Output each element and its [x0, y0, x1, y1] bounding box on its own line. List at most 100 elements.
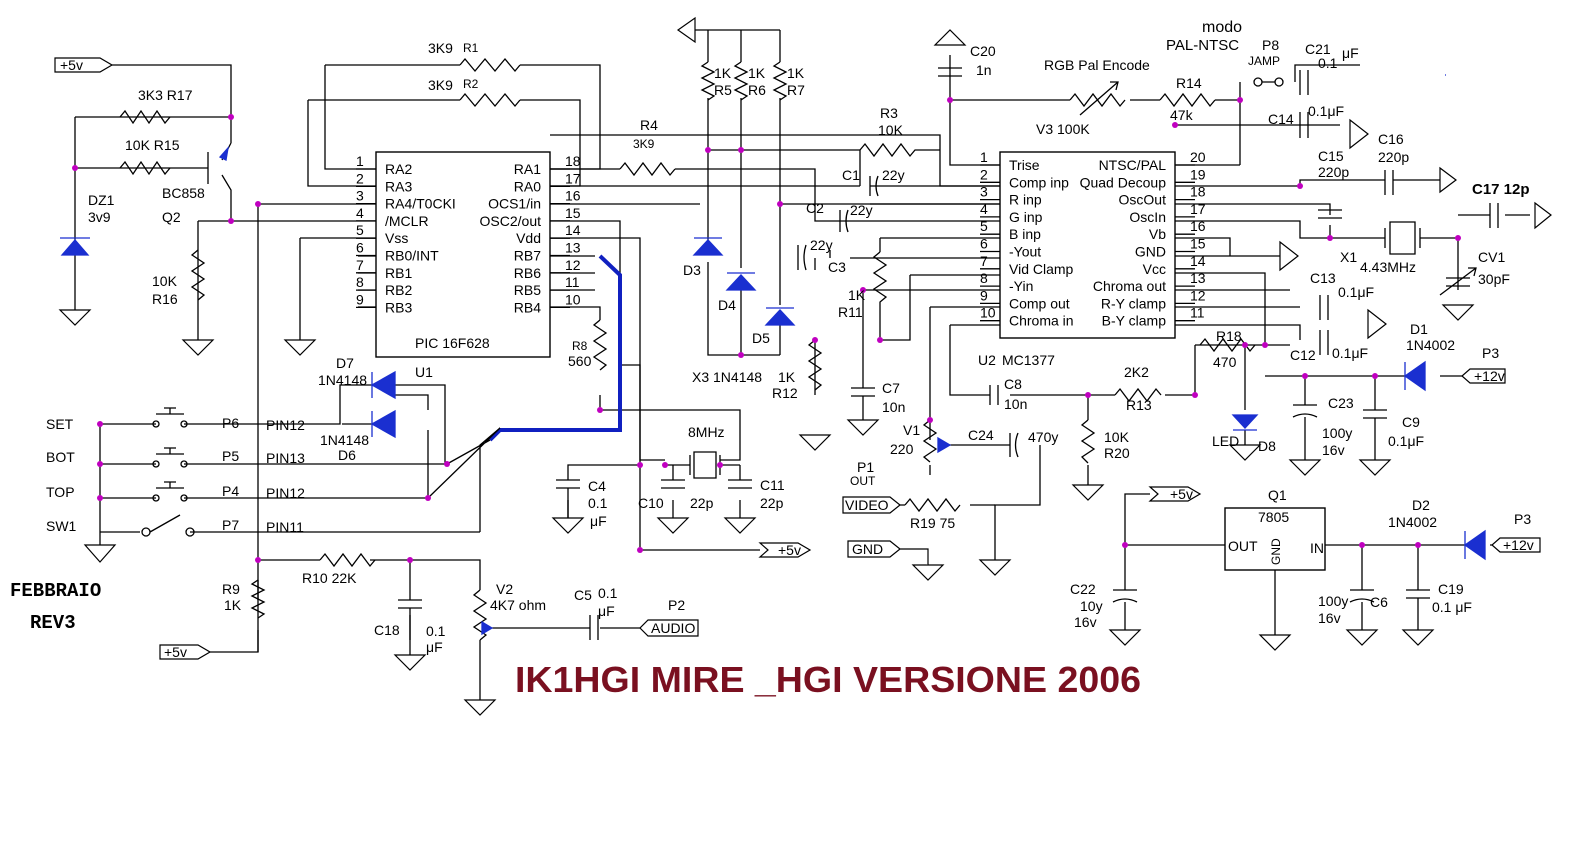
c11-ref: C11: [760, 477, 785, 493]
junction-dot: [1372, 373, 1378, 379]
c16-ref: C16: [1378, 131, 1404, 147]
d2-diode: [1463, 529, 1486, 561]
c12-value: 0.1μF: [1332, 345, 1368, 361]
u2-pin-19-name: Quad Decoup: [1080, 174, 1167, 190]
footer: FEBBRAIO REV3 IK1HGI MIRE _HGI VERSIONE …: [10, 580, 1141, 700]
ports: +5v +5v +5v +5v +12v +12v VIDEO GND AUDI…: [54, 57, 1541, 660]
q2-part: BC858: [162, 185, 205, 201]
u2-pin-9-number: 9: [980, 287, 988, 303]
c12-ref: C12: [1290, 347, 1316, 363]
c1-value: 22y: [882, 167, 905, 183]
junction-dot: [97, 461, 103, 467]
d2-ref: D2: [1412, 497, 1430, 513]
u2-pin-4-number: 4: [980, 201, 988, 217]
junction-dot: [97, 421, 103, 427]
u1-pin-12-name: RB6: [514, 265, 541, 281]
mode-label: modo: [1202, 19, 1242, 36]
u1-pin-3-number: 3: [356, 188, 364, 204]
d6-ref: D6: [338, 447, 356, 463]
d2-part: 1N4002: [1388, 514, 1437, 530]
junction-dot: [637, 462, 643, 468]
c21-ref: C21: [1305, 41, 1331, 57]
c13-ref: C13: [1310, 270, 1336, 286]
d1-part: 1N4002: [1406, 337, 1455, 353]
junction-dot: [738, 352, 744, 358]
c24-ref: C24: [968, 427, 994, 443]
r9-resistor: [250, 579, 266, 619]
x3-label: X3 1N4148: [692, 369, 762, 385]
junction-dot: [1455, 235, 1461, 241]
u1-pin-16-name: OCS1/in: [488, 196, 541, 212]
c2-value: 22y: [850, 202, 873, 218]
switch-top-pin: PIN12: [266, 485, 305, 501]
d5-ref: D5: [752, 330, 770, 346]
port-gnd: GND: [852, 541, 883, 557]
r10-resistor: [319, 552, 376, 568]
c8-ref: C8: [1004, 376, 1022, 392]
cv1-value: 30pF: [1478, 271, 1510, 287]
c5-unit: μF: [598, 603, 615, 619]
p1-out: OUT: [850, 474, 876, 488]
c23-ref: C23: [1328, 395, 1354, 411]
c21-value2: 0.1μF: [1308, 103, 1344, 119]
u1-pin-1-name: RA2: [385, 161, 412, 177]
u2-pin-10-number: 10: [980, 305, 996, 321]
c24-cap: [1009, 432, 1019, 458]
cv1-ref: CV1: [1478, 249, 1505, 265]
junction-dot: [705, 147, 711, 153]
u1-pin-10-name: RB4: [514, 299, 541, 315]
c10-cap: [661, 479, 685, 489]
u2-pin-20-name: NTSC/PAL: [1099, 157, 1167, 173]
u1-pin-9-number: 9: [356, 291, 364, 307]
u2-pin-1-number: 1: [980, 149, 988, 165]
c22-volt: 16v: [1074, 614, 1097, 630]
c13-cap: [1319, 295, 1329, 320]
c20-cap: [938, 67, 962, 77]
c14-cap: [1299, 112, 1309, 138]
d8-led: [1231, 414, 1259, 431]
junction-dot: [1359, 542, 1365, 548]
u2-pin-2-name: Comp inp: [1009, 174, 1069, 190]
u1-pin-17-number: 17: [565, 170, 581, 186]
q1-ref: Q1: [1268, 487, 1287, 503]
u1-pin-14-number: 14: [565, 222, 581, 238]
junction-dot: [1242, 342, 1248, 348]
c20-ref: C20: [970, 43, 996, 59]
junction-dots: [72, 97, 1461, 563]
u2-pin-18-name: OscOut: [1119, 192, 1167, 208]
led-label: LED: [1212, 433, 1239, 449]
r16-resistor: [190, 249, 206, 301]
c22-value: 10y: [1080, 598, 1103, 614]
v2-ref: V2: [496, 581, 513, 597]
c3-value: 22y: [810, 237, 833, 253]
v2-wiper: [481, 620, 494, 636]
u1-part-label: PIC 16F628: [415, 335, 490, 351]
u1-pin-8-number: 8: [356, 274, 364, 290]
u1-pin-14-name: Vdd: [516, 230, 541, 246]
c17-cap: [1489, 203, 1499, 228]
u1-pin-12-number: 12: [565, 257, 581, 273]
x8-crystal: [689, 451, 721, 479]
c6-volt: 16v: [1318, 610, 1341, 626]
u2-pin-17-name: OscIn: [1129, 209, 1166, 225]
switches[interactable]: [141, 77, 1284, 537]
r13-value: 2K2: [1124, 364, 1149, 380]
d3-diode: [692, 237, 724, 256]
u2-pin-1-name: Trise: [1009, 157, 1040, 173]
r13-ref: R13: [1126, 397, 1152, 413]
junction-dot: [812, 337, 818, 343]
junction-dot: [1327, 235, 1333, 241]
q1-gnd: GND: [1269, 538, 1283, 565]
port-5v-reg: +5v: [1170, 486, 1193, 502]
d4-ref: D4: [718, 297, 736, 313]
u2-pin-3-name: R inp: [1009, 192, 1042, 208]
r2-resistor: [459, 92, 521, 108]
r4-ref: R4: [640, 117, 658, 133]
p8-jumper-a: [1253, 77, 1263, 87]
c21-unit: μF: [1342, 45, 1359, 61]
c3-ref: C3: [828, 259, 846, 275]
r18-resistor: [1199, 337, 1256, 353]
u2-pin-8-name: -Yin: [1009, 278, 1033, 294]
c5-value: 0.1: [598, 585, 618, 601]
